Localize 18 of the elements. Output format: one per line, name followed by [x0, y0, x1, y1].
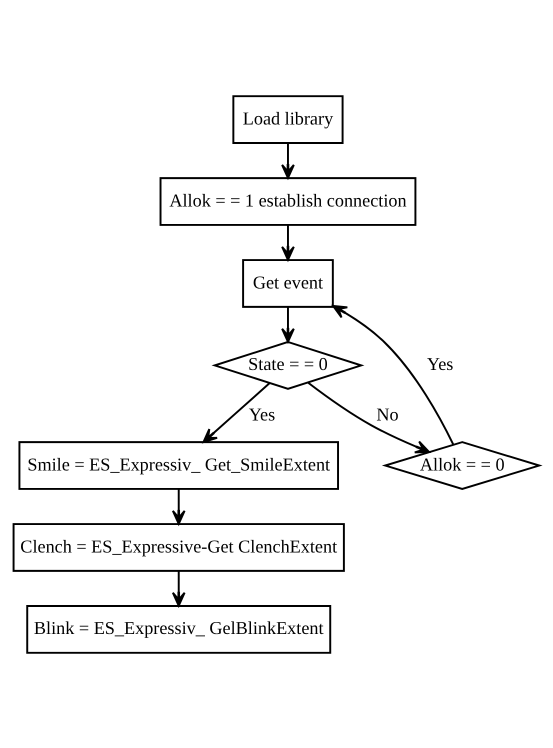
node-box: Blink = ES_Expressiv_ GelBlinkExtent	[26, 604, 332, 654]
arrow	[281, 224, 295, 260]
edge-label: No	[376, 404, 399, 424]
node-diamond: State = = 0	[212, 340, 364, 390]
arrow	[332, 304, 454, 444]
node-box: Get event	[242, 258, 334, 308]
arrow	[307, 381, 430, 453]
arrow	[281, 306, 295, 342]
edge-label: Yes	[426, 354, 454, 374]
arrow	[202, 382, 270, 443]
node-box: Load library	[232, 94, 344, 144]
node-box: Allok = = 1 establish connection	[160, 176, 416, 226]
arrow	[172, 570, 186, 606]
arrow	[172, 488, 186, 524]
arrow	[281, 142, 295, 178]
edge-label: Yes	[248, 404, 276, 424]
node-box: Smile = ES_Expressiv_ Get_SmileExtent	[18, 440, 340, 490]
node-box: Clench = ES_Expressive-Get ClenchExtent	[12, 522, 345, 572]
